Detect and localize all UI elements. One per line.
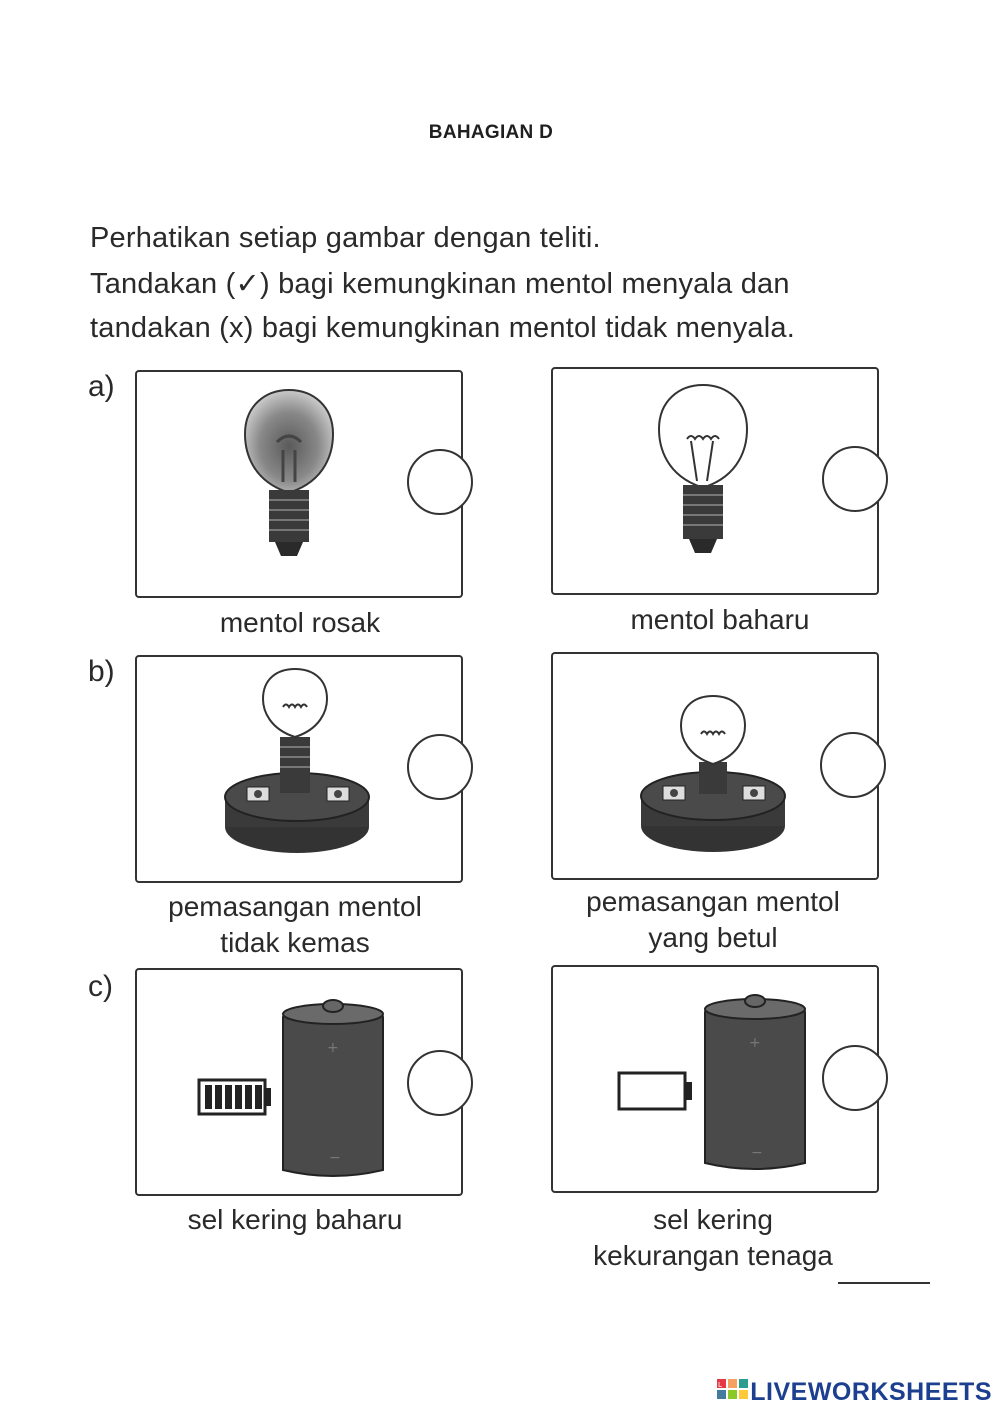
page-heading: BAHAGIAN D [428,122,554,143]
new-bulb-icon [657,383,749,553]
answer-circle-b1[interactable] [407,734,473,800]
answer-circle-c1[interactable] [407,1050,473,1116]
caption-line: pemasangan mentol [168,891,422,922]
svg-text:+: + [749,1035,761,1051]
caption-line: sel kering [653,1204,773,1235]
caption-c2: sel kering kekurangan tenaga [563,1202,863,1274]
instruction-line-3: tandakan (x) bagi kemungkinan mentol tid… [90,312,795,344]
svg-text:−: − [329,1150,341,1166]
svg-text:−: − [751,1145,763,1161]
caption-line: mentol rosak [219,607,381,638]
liveworksheets-footer: L LIVEWORKSHEETS [716,1377,992,1407]
caption-line: tidak kemas [220,927,370,958]
caption-line: mentol baharu [630,604,810,635]
broken-bulb-icon [243,388,335,556]
end-rule [838,1282,930,1284]
row-label-c: c) [88,970,113,1003]
answer-circle-a1[interactable] [407,449,473,515]
row-label-a: a) [88,370,115,403]
caption-line: yang betul [648,922,778,953]
loose-bulb-holder-icon [224,667,370,853]
liveworksheets-logo-icon: L [717,1379,749,1399]
fitted-bulb-holder-icon [640,694,786,852]
answer-circle-c2[interactable] [822,1045,888,1111]
answer-circle-a2[interactable] [822,446,888,512]
caption-c1: sel kering baharu [145,1202,445,1238]
picture-box-loose-bulb [135,655,463,883]
caption-b2: pemasangan mentol yang betul [563,884,863,956]
picture-box-new-bulb [551,367,879,595]
weak-dry-cell-icon: + − [617,994,806,1170]
full-dry-cell-icon: + − [197,999,384,1177]
liveworksheets-brand: LIVEWORKSHEETS [750,1377,992,1406]
caption-line: kekurangan tenaga [593,1240,833,1271]
svg-text:L: L [718,1381,722,1389]
caption-b1: pemasangan mentol tidak kemas [145,889,445,961]
svg-text:+: + [327,1040,339,1056]
row-label-b: b) [88,655,115,688]
caption-a2: mentol baharu [570,602,870,638]
caption-a1: mentol rosak [150,605,450,641]
caption-line: pemasangan mentol [586,886,840,917]
answer-circle-b2[interactable] [820,732,886,798]
instruction-line-2: Tandakan (✓) bagi kemungkinan mentol men… [90,268,790,300]
instruction-line-1: Perhatikan setiap gambar dengan teliti. [90,222,601,254]
caption-line: sel kering baharu [187,1204,403,1235]
